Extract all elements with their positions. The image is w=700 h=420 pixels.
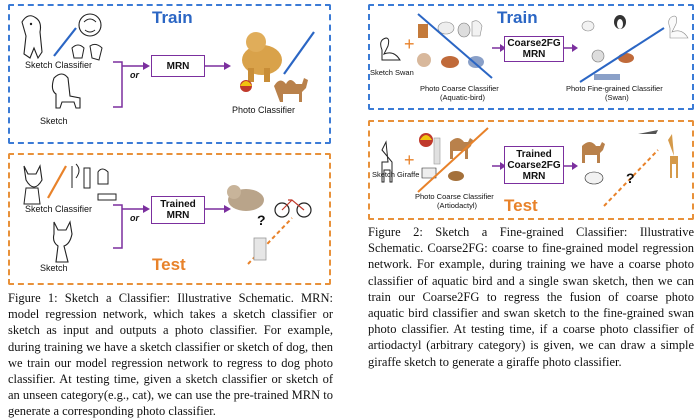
fig1-train-panel: [8, 4, 331, 144]
svg-text:+: +: [404, 34, 415, 54]
fig2-test-title: Test: [504, 196, 538, 215]
fig2-train-box: Coarse2FG MRN: [504, 36, 564, 62]
fig2-caption-text: Figure 2: Sketch a Fine-grained Classifi…: [368, 225, 694, 369]
fig1-train-or: or: [130, 70, 139, 80]
fig2-train-fine-line2: (Swan): [605, 93, 629, 102]
fig1-test-sketch-classifier-label: Sketch Classifier: [25, 204, 93, 214]
fig1-caption-text: Figure 1: Sketch a Classifier: Illustrat…: [8, 291, 333, 419]
fig1-test-photos: [227, 185, 312, 265]
fig2-train-fine-label: Photo Fine-grained Classifier: [566, 84, 663, 93]
fig1-test-question: ?: [257, 212, 266, 228]
fig1-test-box-line1: Trained: [160, 199, 196, 210]
fig2-test-box-line3: MRN: [522, 170, 546, 182]
fig2-test-coarse-line1: Photo Coarse Classifier: [415, 192, 494, 201]
fig2-train-panel: [368, 4, 694, 110]
fig2-test-graphics: +: [381, 127, 678, 207]
fig2-test-box-line2: Coarse2FG: [507, 159, 561, 171]
fig1-test-sketch-label: Sketch: [40, 263, 68, 273]
fig1-test-connectors: [113, 204, 231, 249]
fig1-caption: Figure 1: Sketch a Classifier: Illustrat…: [8, 290, 333, 420]
fig1-test-title: Test: [152, 255, 186, 274]
fig1-test-box-line2: MRN: [166, 210, 190, 221]
fig2-train-box-line2: MRN: [522, 49, 546, 60]
fig1-test-or: or: [130, 213, 139, 223]
fig2-train-box-line1: Coarse2FG: [507, 38, 561, 49]
fig1-train-sketch-label: Sketch: [40, 116, 68, 126]
svg-text:+: +: [404, 150, 415, 170]
fig2-test-coarse-line2: (Artiodactyl): [437, 201, 478, 210]
fig2-test-box: Trained Coarse2FG MRN: [504, 146, 564, 184]
fig1-train-connectors: [113, 61, 231, 108]
fig2-test-panel: [368, 120, 694, 220]
fig1-test-mrn-box: Trained MRN: [151, 196, 205, 224]
fig2-caption: Figure 2: Sketch a Fine-grained Classifi…: [368, 224, 694, 370]
fig2-train-title: Train: [497, 8, 538, 27]
fig2-test-sketch-label: Sketch Giraffe: [372, 170, 420, 179]
fig2-train-graphics: +: [380, 13, 689, 83]
fig2-train-coarse-line1: Photo Coarse Classifier: [420, 84, 499, 93]
fig1-train-title: Train: [152, 8, 193, 27]
fig1-train-mrn-label: MRN: [166, 60, 190, 72]
fig1-train-output-label: Photo Classifier: [232, 105, 296, 115]
fig1-test-sketches: [23, 163, 117, 263]
fig2-test-box-line1: Trained: [516, 148, 552, 160]
fig1-test-panel: [8, 153, 331, 285]
fig2-test-question: ?: [626, 170, 635, 186]
fig1-train-mrn-box: MRN: [151, 55, 205, 77]
fig2-train-sketch-label: Sketch Swan: [370, 68, 414, 77]
fig2-train-coarse-line2: (Aquatic-bird): [440, 93, 486, 102]
fig1-train-sketches: [21, 13, 103, 109]
fig1-train-sketch-classifier-label: Sketch Classifier: [25, 60, 93, 70]
fig1-train-photos: [240, 31, 315, 102]
